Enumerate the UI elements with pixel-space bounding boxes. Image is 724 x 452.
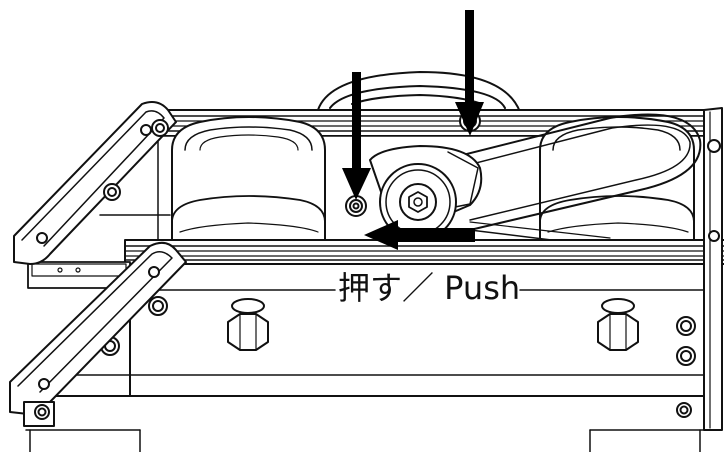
right-drum — [539, 116, 695, 246]
left-drum — [171, 116, 326, 246]
bottom-rail — [124, 239, 724, 265]
drive-belt — [394, 113, 702, 247]
plate-screw-3 — [676, 316, 696, 336]
plate-screw-1 — [148, 296, 168, 316]
upper-left-bracket-screw — [151, 119, 169, 137]
down-arrow-left — [342, 72, 371, 200]
push-label: 押す／ Push — [338, 268, 521, 308]
base-feet — [23, 401, 707, 452]
mid-left-screw — [103, 183, 121, 201]
lower-left-bracket — [9, 241, 187, 415]
back-dome — [317, 71, 521, 113]
right-end-plate — [703, 107, 723, 431]
plate-screw-4 — [676, 346, 696, 366]
hex-bolt-right — [597, 298, 639, 351]
push-direction-arrow — [364, 220, 475, 250]
down-arrow-right — [455, 10, 484, 136]
tensioner-assembly — [369, 145, 483, 241]
hex-bolt-left — [227, 298, 269, 351]
